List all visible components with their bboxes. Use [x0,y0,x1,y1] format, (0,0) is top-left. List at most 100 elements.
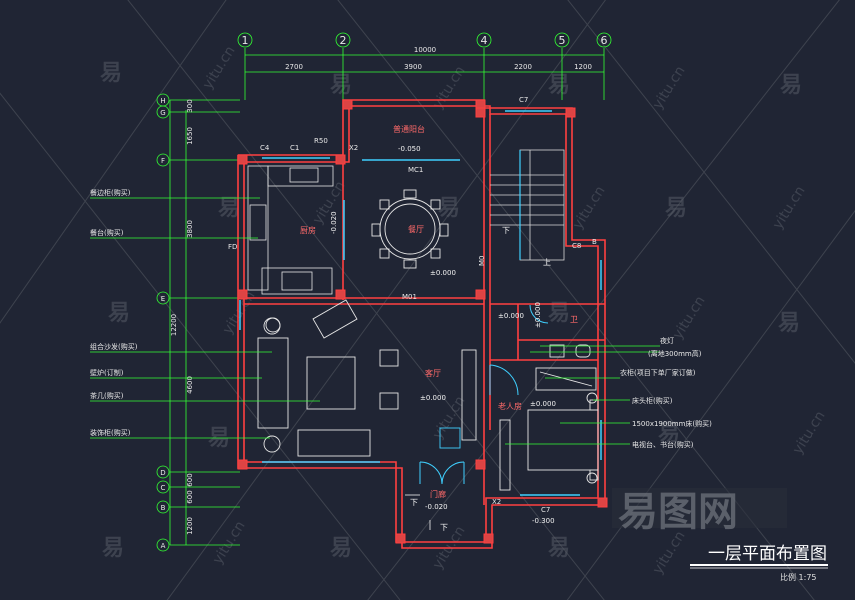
label-coffee-table: 茶几(购买) [90,391,124,400]
axis-label-H: H [160,97,165,105]
left-labels: 餐边柜(购买) 餐台(购买) 组合沙发(购买) 壁炉(订制) 茶几(购买) 装饰… [90,188,138,437]
label-wardrobe: 衣柜(项目下单厂家订做) [620,368,696,377]
watermark-url: yitu.cn [210,518,249,567]
dim-left-2: 1650 [186,127,194,145]
code: M01 [402,293,417,301]
room-living: 客厅 [425,368,441,378]
axis-label-D: D [160,469,165,477]
dim-left-6: 600 [186,490,194,503]
elevations: -0.050 ±0.000 ±0.000 ±0.000 ±0.000 -0.02… [330,145,556,525]
code: R50 [314,137,328,145]
watermark-char: 易 [778,311,800,336]
dim-left-7: 1200 [186,517,194,535]
label-sofa: 组合沙发(购买) [90,342,138,351]
dim-total-top: 10000 [414,46,436,54]
code: M0 [478,256,486,267]
axis-label-G: G [160,109,165,117]
dim-top-2: 3900 [404,63,422,71]
watermark-char: 易 [330,536,352,561]
elevation: ±0.000 [420,394,446,402]
watermark-char: 易 [658,421,680,446]
entrance-down-mark: 下 [410,498,418,507]
label-dining-table: 餐台(购买) [90,228,124,237]
leader-lines [90,197,660,445]
watermark-char: 易 [548,536,570,561]
dim-top-4: 1200 [574,63,592,71]
dim-left-3: 3800 [186,220,194,238]
elevation: -0.300 [532,517,555,525]
code: C4 [260,144,270,152]
room-elder: 老人房 [498,401,522,411]
axis-label-2: 2 [340,34,347,47]
room-dining: 餐厅 [408,225,424,234]
axis-label-B: B [161,504,166,512]
code: C1 [290,144,299,152]
code: MC1 [408,166,423,174]
watermark-char: 易 [102,536,124,561]
axis-label-4: 4 [481,34,488,47]
entrance-down-mark: 下 [440,523,448,532]
label-tv-desk: 电视台、书台(购买) [632,440,694,449]
watermark-url: yitu.cn [200,43,239,92]
stair-down-mark: 下 [502,226,510,235]
elevation: ±0.000 [430,269,456,277]
room-balcony: 普通阳台 [393,124,425,134]
watermark-char: 易 [330,73,352,98]
room-entrance: 门廊 [430,489,446,499]
label-bed: 1500x1900mm床(购买) [632,419,712,428]
watermark-char: 易 [665,196,687,221]
watermark-url: yitu.cn [430,63,469,112]
label-night-light-height: (离地300mm高) [648,349,702,358]
right-labels: 夜灯 (离地300mm高) 衣柜(项目下单厂家订做) 床头柜(购买) 1500x… [620,336,712,449]
drawing-title: 一层平面布置图 [708,544,827,564]
dim-left-5: 600 [186,473,194,486]
elevation: -0.050 [398,145,421,153]
axis-label-6: 6 [601,34,608,47]
columns [237,99,608,544]
label-cabinet: 装饰柜(购买) [90,428,131,437]
title-block: 一层平面布置图 比例 1:75 [690,544,828,582]
watermark-url: yitu.cn [650,528,689,577]
dim-left-4: 4600 [186,376,194,394]
dining-table [371,189,449,269]
dim-total-left: 12200 [170,314,178,336]
axis-label-1: 1 [242,34,249,47]
watermark-chars: 易 易 易 易 易 易 易 易 易 易 易 易 易 易 易 [100,61,802,561]
stair-up-mark: 上 [543,258,551,267]
element-codes: C1 R50 X2 MC1 FD M01 M0 C7 B C7 X2 C8 C4 [228,96,597,514]
watermark-logo: 易图网 [612,488,787,535]
watermark-char: 易 [100,61,122,86]
elevation: -0.020 [330,211,338,234]
code: C8 [572,242,581,250]
watermark-char: 易 [548,301,570,326]
label-night-light: 夜灯 [660,336,674,345]
label-nightstand: 床头柜(购买) [632,396,673,405]
living-furniture [257,299,477,457]
top-axis: 1 2 4 5 6 10000 2700 3900 2200 1200 [237,32,612,100]
code: C7 [541,506,550,514]
room-kitchen: 厨房 [300,225,316,235]
label-fireplace: 壁炉(订制) [90,368,124,377]
axis-label-A: A [161,542,166,550]
room-wc: 卫 [570,315,578,324]
step-marks: 下 下 下 上 [405,226,551,532]
room-names: 普通阳台 厨房 餐厅 客厅 老人房 门廊 卫 [300,124,578,499]
dim-top-3: 2200 [514,63,532,71]
windows [239,110,602,496]
drawing-scale: 比例 1:75 [780,572,817,582]
watermark-url: yitu.cn [570,183,609,232]
code: B [592,238,597,246]
watermark-char: 易 [780,73,802,98]
elevation: ±0.000 [534,302,542,328]
axis-label-C: C [161,484,166,492]
watermark-logo-text: 易图网 [618,489,738,535]
walls [237,99,606,549]
code: FD [228,243,237,251]
axis-label-F: F [161,157,165,165]
elevation: ±0.000 [498,312,524,320]
kitchen-counters [247,165,334,295]
watermark-url: yitu.cn [670,293,709,342]
axis-label-5: 5 [559,34,566,47]
